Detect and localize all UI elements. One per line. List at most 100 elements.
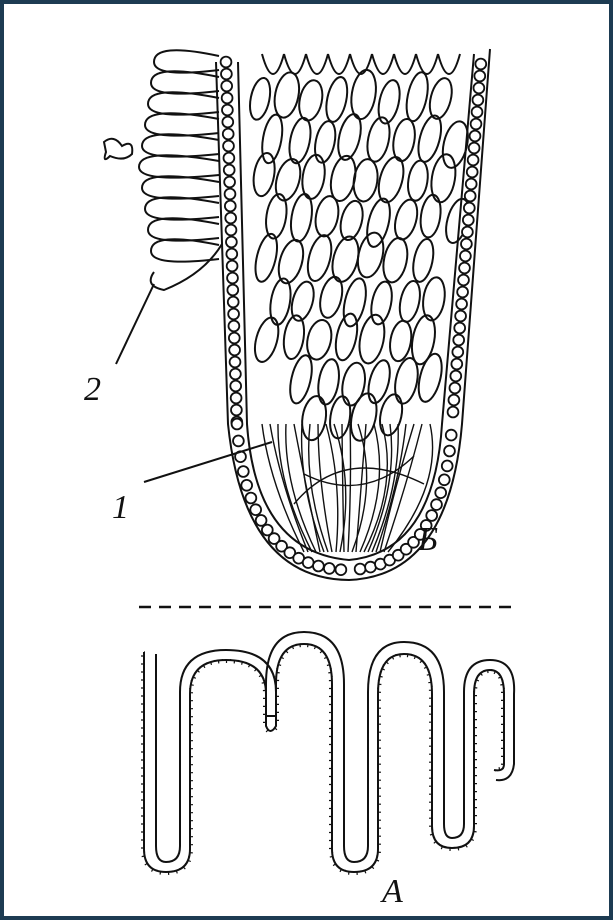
gland-lobe <box>145 113 219 135</box>
nucleus-bead <box>227 285 238 296</box>
cell <box>247 76 274 121</box>
nucleus-bead <box>426 510 437 521</box>
nucleus-bead <box>225 213 236 224</box>
gland-lobe <box>151 244 222 290</box>
cell <box>405 159 430 202</box>
nucleus-bead <box>458 275 469 286</box>
nucleus-bead <box>226 225 237 236</box>
panel-b-label: Б <box>417 521 438 558</box>
cell <box>354 230 388 280</box>
nucleus-bead <box>460 251 471 262</box>
nucleus-bead <box>467 167 478 178</box>
nucleus-bead <box>461 239 472 250</box>
cell <box>403 70 432 123</box>
nucleus-bead <box>231 393 242 404</box>
cell <box>312 194 341 238</box>
nucleus-bead <box>222 93 233 104</box>
nucleus-bead <box>224 153 235 164</box>
nucleus-bead <box>456 299 467 310</box>
nucleus-bead <box>457 287 468 298</box>
nucleus-bead <box>470 131 481 142</box>
gland-lobe <box>148 92 219 114</box>
nucleus-bead <box>303 557 314 568</box>
nucleus-bead <box>230 381 241 392</box>
nucleus-bead <box>229 345 240 356</box>
cell-top <box>306 54 328 74</box>
nucleus-bead <box>230 357 241 368</box>
fibre <box>348 424 351 552</box>
cell <box>316 275 345 320</box>
cell <box>356 313 388 366</box>
cell <box>296 78 326 122</box>
cell <box>323 75 351 124</box>
nucleus-bead <box>336 564 347 575</box>
gland-cell-icon <box>104 139 132 159</box>
nucleus-bead <box>228 297 239 308</box>
nucleus-bead <box>229 321 240 332</box>
cell <box>380 236 411 285</box>
villi-outline <box>141 632 514 875</box>
nucleus-bead <box>435 487 446 498</box>
nucleus-bead <box>256 515 267 526</box>
gland-lobe <box>151 71 219 93</box>
gland-lobe <box>142 176 219 198</box>
nucleus-bead <box>464 203 475 214</box>
nucleus-bead <box>462 227 473 238</box>
cell <box>281 314 307 360</box>
cell-top <box>372 54 394 74</box>
nucleus-bead <box>222 117 233 128</box>
gland-lobe <box>145 197 219 219</box>
nucleus-bead <box>474 83 485 94</box>
cell <box>251 232 281 284</box>
nucleus-bead <box>473 95 484 106</box>
cell <box>347 391 381 443</box>
nucleus-bead <box>446 430 457 441</box>
nucleus-bead <box>221 69 232 80</box>
nucleus-bead <box>451 359 462 370</box>
nucleus-bead <box>222 105 233 116</box>
cell <box>414 351 446 404</box>
brush-border <box>141 643 505 875</box>
cell <box>364 358 393 405</box>
nucleus-bead <box>246 493 257 504</box>
nucleus-bead <box>454 323 465 334</box>
cell-top <box>328 54 350 74</box>
cell <box>426 76 456 121</box>
nucleus-bead <box>469 143 480 154</box>
nucleus-bead <box>465 191 476 202</box>
gland-lobe <box>142 134 219 156</box>
fibre <box>302 424 324 552</box>
nucleus-bead <box>449 395 460 406</box>
cell <box>363 196 394 249</box>
cell <box>332 312 361 362</box>
callout-2-label: 2 <box>84 371 101 408</box>
panel-a-label: А <box>380 873 403 910</box>
nucleus-bead <box>250 504 261 515</box>
nucleus-bead <box>455 311 466 322</box>
fibre <box>356 424 366 552</box>
nucleus-bead <box>226 237 237 248</box>
nucleus-bead <box>221 81 232 92</box>
nucleus-bead <box>452 347 463 358</box>
callout-1-label: 1 <box>112 489 129 526</box>
nucleus-bead <box>226 249 237 260</box>
nucleus-bead <box>355 564 366 575</box>
lateral-glands <box>139 50 222 290</box>
nucleus-bead <box>475 59 486 70</box>
cell <box>410 237 437 283</box>
cell <box>271 70 303 119</box>
nucleus-bead <box>439 474 450 485</box>
nucleus-bead <box>231 405 242 416</box>
cell <box>390 117 418 163</box>
nucleus-bead <box>472 107 483 118</box>
nucleus-bead <box>227 261 238 272</box>
cell <box>312 119 339 164</box>
nucleus-bead <box>450 371 461 382</box>
cell <box>396 279 423 324</box>
gland-lobe <box>151 239 219 261</box>
crypt-section <box>216 49 490 580</box>
nucleus-bead <box>468 155 479 166</box>
nucleus-bead <box>223 141 234 152</box>
nucleus-bead <box>232 419 243 430</box>
fibre <box>342 424 344 552</box>
